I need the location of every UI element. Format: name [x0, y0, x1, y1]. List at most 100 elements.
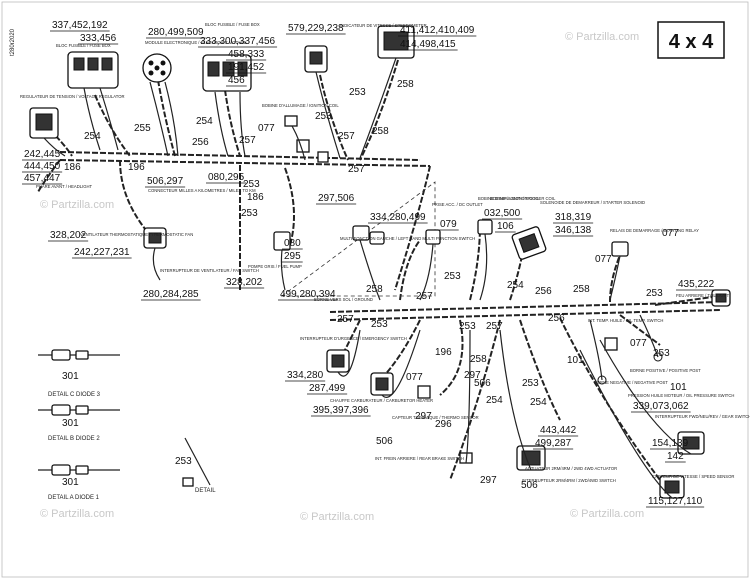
component-caption: CHAUFFE CARBURATEUR / CARBURETOR HEATER — [330, 398, 433, 403]
harness-number-n297b: 297 — [415, 411, 432, 422]
speedometer-connector — [304, 45, 328, 73]
part-callout-c295: 295 — [284, 251, 301, 262]
watermark: © Partzilla.com — [40, 199, 114, 211]
part-callout-c506297: 506,297 — [147, 176, 184, 187]
harness-number-n253g: 253 — [371, 319, 388, 330]
watermark: © Partzilla.com — [40, 508, 114, 520]
component-caption: INTERRUPTEUR D'URGENCE / EMERGENCY SWITC… — [300, 336, 407, 341]
watermark: © Partzilla.com — [565, 31, 639, 43]
harness-number-n258b: 258 — [372, 126, 389, 137]
part-callout-c334280499: 334,280,499 — [370, 212, 426, 223]
part-callout-c032500: 032,500 — [484, 208, 521, 219]
harness-number-n186a: 186 — [64, 162, 81, 173]
component-caption: PRESSION HUILE MOTEUR / OIL PRESSURE SWI… — [628, 393, 734, 398]
harness-number-n253a: 253 — [349, 87, 366, 98]
component-caption: INTERRUPTEUR FWD/NEU/REV / GEAR SWITCH — [655, 414, 750, 419]
detail-a: 301 DETAIL A DIODE 1 — [38, 464, 120, 501]
component-caption: CAPTEUR THERMIQUE / THERMO SENSOR — [392, 415, 479, 420]
component-caption: POMPE GRIS / FUEL PUMP — [248, 264, 302, 269]
component-caption: INT. FREIN ARRIERE / REAR BRAKE SWITCH — [375, 456, 464, 461]
part-callouts: 337,452,192 333,456 280,499,509333,300,337… — [22, 20, 717, 508]
starting-relay-connector — [611, 241, 629, 257]
part-callout-c280284285: 280,284,285 — [143, 289, 199, 300]
harness-number-n186b: 186 — [247, 192, 264, 203]
watermark-group: © Partzilla.com © Partzilla.com © Partzi… — [40, 31, 644, 523]
harness-number-n257a: 257 — [239, 135, 256, 146]
watermark: © Partzilla.com — [300, 511, 374, 523]
component-caption: INTERRUPTEUR DE VENTILATEUR / FAN SWITCH — [160, 268, 259, 273]
multifunction-switch-connector — [352, 225, 385, 245]
callout-301: 301 — [62, 477, 79, 488]
harness-number-n258c: 258 — [366, 284, 383, 295]
part-callout-c280499509: 280,499,509 — [148, 27, 204, 38]
harness-number-n258e: 258 — [470, 354, 487, 365]
detail-c: 301 DETAIL C DIODE 3 — [38, 349, 120, 398]
speed-sensor-connector — [659, 475, 685, 499]
component-caption: SOLENOIDE DE DEMARREUR / STARTER SOLENOI… — [540, 200, 645, 205]
harness-number-n196a: 196 — [128, 162, 145, 173]
component-caption: INT. TEMP. HUILE / OIL TEMP. SWITCH — [588, 318, 663, 323]
thermostatic-fan-connector — [143, 227, 167, 249]
connectors — [29, 25, 731, 499]
component-caption: RELAIS DE DEMARRAGE / STARTING RELAY — [610, 228, 699, 233]
part-callout-c458333: 458,333 — [228, 49, 265, 60]
wire-leads — [43, 57, 692, 499]
harness-number-n506a: 506 — [474, 378, 491, 389]
component-caption: BOBINE D'ALLUMAGE / IGNITION COIL — [262, 103, 339, 108]
harness-number-n077a: 077 — [258, 123, 275, 134]
part-callout-c334280: 334,280 — [287, 370, 324, 381]
part-callout-c333456: 333,456 — [80, 33, 117, 44]
trigger-coil-connector — [477, 219, 493, 235]
harness-number-n257b: 257 — [338, 131, 355, 142]
harness-number-n297a: 297 — [464, 370, 481, 381]
harness-number-n196b: 196 — [435, 347, 452, 358]
harness-number-n077e: 077 — [406, 372, 423, 383]
harness-number-n256c: 256 — [548, 313, 565, 324]
part-callout-c328202b: 328,202 — [226, 277, 263, 288]
harness-number-n254a: 254 — [84, 131, 101, 142]
part-callout-c333300337456: 333,300,337,456 — [200, 36, 276, 47]
detail-label: DETAIL — [195, 488, 216, 494]
harness-number-n257d: 257 — [416, 291, 433, 302]
component-caption: CAPTEUR DE VITESSE / SPEED SENSOR — [652, 474, 734, 479]
harness-number-n254c: 254 — [507, 280, 524, 291]
part-callout-c435222: 435,222 — [678, 279, 715, 290]
detail-label: DETAIL C DIODE 3 — [48, 392, 101, 398]
harness-number-n256b: 256 — [535, 286, 552, 297]
part-callout-c080295: 080,295 — [208, 172, 245, 183]
harness-number-n253c: 253 — [243, 179, 260, 190]
voltage-regulator-connector — [29, 107, 59, 139]
carb-heater-connector — [417, 385, 431, 399]
watermark: © Partzilla.com — [570, 508, 644, 520]
diagram-code-box: 4 x 4 — [657, 21, 725, 59]
harness-number-n253f: 253 — [646, 288, 663, 299]
part-callout-c443442: 443,442 — [540, 425, 577, 436]
part-callout-c106: 106 — [497, 221, 514, 232]
component-caption: BLOC FUSIBLE / FUSE BOX — [56, 43, 111, 48]
component-caption: REGULATEUR DE TENSION / VOLTAGE REGULATO… — [20, 94, 124, 99]
component-caption: ACTUATEUR 2RM/4RM / 2WD 4WD ACTUATOR — [525, 466, 617, 471]
harness-number-n254b: 254 — [196, 116, 213, 127]
part-callout-c499287: 499,287 — [535, 438, 572, 449]
part-callout-c297506: 297,506 — [318, 193, 355, 204]
ground-connector — [317, 151, 329, 163]
part-callout-c318319: 318,319 — [555, 212, 592, 223]
callout-253: 253 — [175, 456, 192, 467]
part-callout-c579229238: 579,229,238 — [288, 23, 344, 34]
part-callout-c456: 456 — [228, 75, 245, 86]
harness-number-n253j: 253 — [522, 378, 539, 389]
part-callout-c328202a: 328,202 — [50, 230, 87, 241]
harness-number-n506c: 506 — [521, 480, 538, 491]
harness-number-n077d: 077 — [630, 338, 647, 349]
part-callout-c337452192: 337,452,192 — [52, 20, 108, 31]
electronic-module-connector — [142, 53, 172, 83]
harness-number-n101b: 101 — [670, 382, 687, 393]
detail-label: DETAIL A DIODE 1 — [48, 495, 100, 501]
part-callout-c191452: 191,452 — [228, 62, 265, 73]
component-caption: BLOC FUSIBLE / FUSE BOX — [205, 22, 260, 27]
harness-number-n077c: 077 — [595, 254, 612, 265]
component-caption: INDICATEUR DE VITESSE / SPEEDOMETER — [340, 23, 427, 28]
harness-number-n253b: 253 — [315, 111, 332, 122]
harness-number-n297c: 297 — [480, 475, 497, 486]
